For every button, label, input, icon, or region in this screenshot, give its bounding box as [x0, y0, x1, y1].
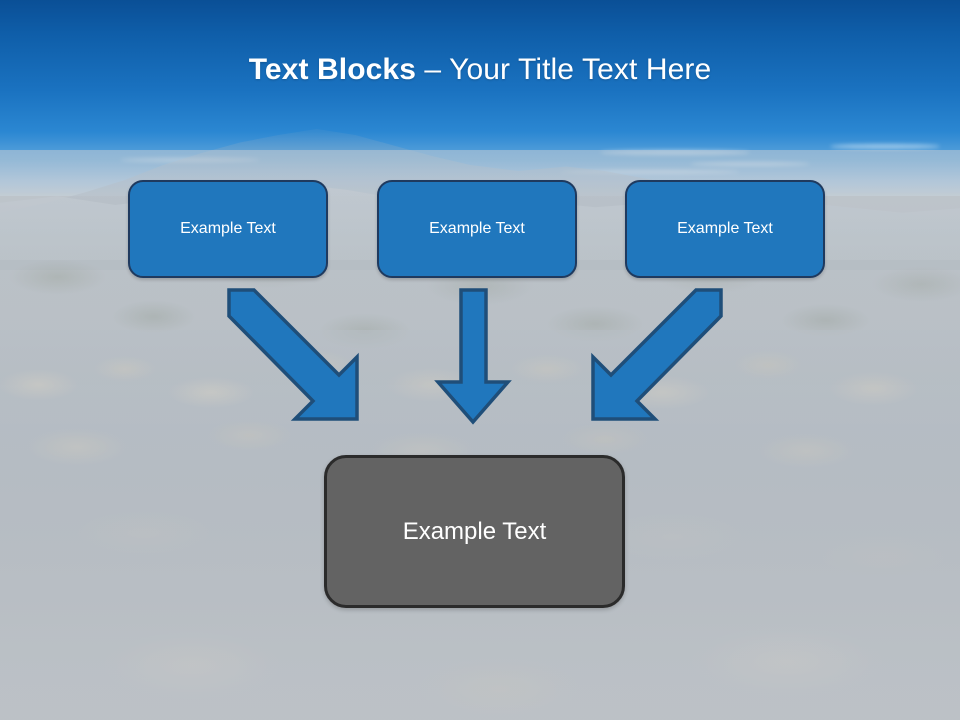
text-block-2[interactable]: Example Text — [377, 180, 577, 278]
slide-title-bold: Text Blocks — [248, 53, 416, 86]
slide-title-separator: – — [416, 53, 450, 86]
text-block-3[interactable]: Example Text — [625, 180, 825, 278]
text-block-result[interactable]: Example Text — [324, 455, 625, 608]
text-block-3-label: Example Text — [677, 220, 773, 237]
text-block-result-label: Example Text — [402, 517, 547, 545]
slide-title-light: Your Title Text Here — [449, 53, 712, 86]
text-block-1-label: Example Text — [180, 220, 276, 237]
slide-title: Text Blocks – Your Title Text Here — [0, 53, 960, 87]
text-block-2-label: Example Text — [429, 220, 525, 237]
text-block-1[interactable]: Example Text — [128, 180, 328, 278]
